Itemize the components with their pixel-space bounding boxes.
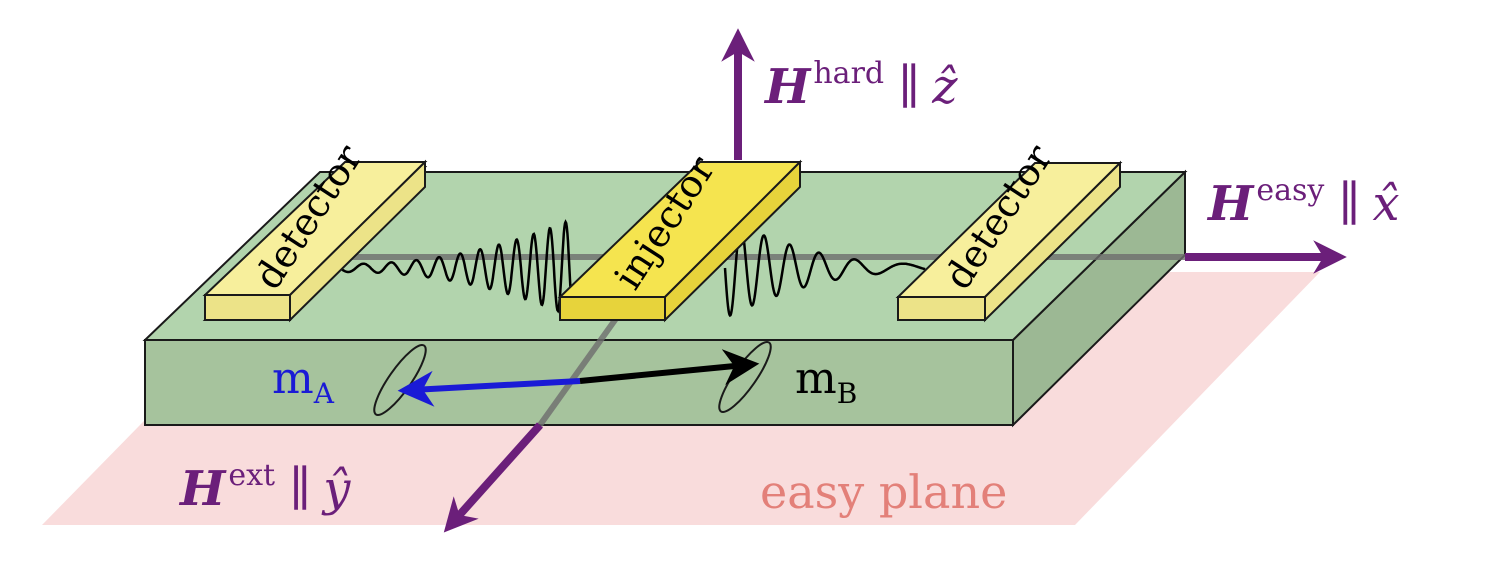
h-easy-relation: ∥ bbox=[1338, 176, 1360, 232]
h-easy-superscript: easy bbox=[1256, 173, 1324, 208]
spin-wave-left bbox=[339, 219, 577, 321]
h-hard-symbol: H bbox=[763, 59, 812, 115]
h-ext-axis: ŷ bbox=[321, 461, 351, 517]
m-b-label: mB bbox=[795, 353, 857, 410]
m-b-main: m bbox=[795, 353, 837, 404]
h-hard-relation: ∥ bbox=[898, 59, 920, 115]
m-b-sub: B bbox=[837, 377, 858, 410]
m-a-label: mA bbox=[272, 353, 335, 410]
h-ext-symbol: H bbox=[178, 461, 227, 517]
h-ext-superscript: ext bbox=[228, 458, 275, 493]
m-b-vector bbox=[579, 349, 760, 386]
h-ext-arrow bbox=[443, 422, 543, 533]
h-hard-superscript: hard bbox=[813, 56, 884, 91]
m-a-vector bbox=[397, 370, 581, 407]
m-a-main: m bbox=[272, 353, 314, 404]
easy-plane-label: easy plane bbox=[760, 465, 1007, 519]
h-easy-axis: x̂ bbox=[1373, 176, 1400, 232]
h-hard-axis: ẑ bbox=[931, 59, 958, 115]
spin-wave-right bbox=[723, 224, 926, 318]
h-easy-symbol: H bbox=[1206, 176, 1255, 232]
m-a-sub: A bbox=[313, 377, 335, 410]
h-ext-relation: ∥ bbox=[289, 461, 311, 517]
